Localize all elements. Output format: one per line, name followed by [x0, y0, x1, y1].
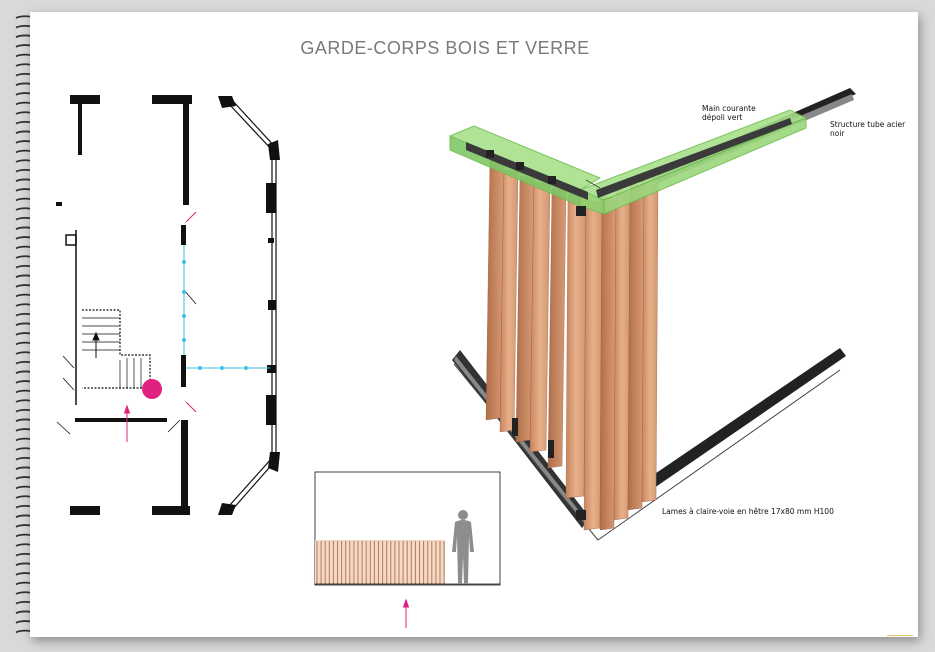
glass-partition — [182, 245, 270, 370]
facade-pillar — [268, 140, 280, 160]
wall-segment — [70, 95, 100, 104]
page-title: GARDE-CORPS BOIS ET VERRE — [300, 38, 590, 58]
wall-segment — [181, 355, 186, 387]
door-swing — [62, 355, 75, 369]
facade-pillar — [266, 395, 276, 425]
label-handrail-line2: dépoli vert — [702, 113, 743, 122]
person-silhouette-icon — [452, 510, 474, 584]
wood-slat — [565, 193, 587, 499]
wall-segment — [70, 506, 100, 515]
facade-pillar — [218, 503, 236, 515]
steel-tube-under — [466, 118, 792, 200]
label-handrail: Main courante dépoli vert — [702, 104, 756, 122]
wall-segment — [152, 506, 190, 515]
facade-pillar — [268, 238, 274, 243]
door-swing — [167, 419, 181, 433]
direction-arrow-icon — [92, 331, 100, 358]
wall-segment — [181, 225, 186, 245]
door-swing — [56, 421, 71, 435]
door-swing-highlight — [185, 401, 197, 413]
facade-outline — [231, 99, 277, 511]
wall-segment — [183, 95, 189, 205]
direction-arrow-icon — [123, 404, 131, 442]
steel-post — [486, 150, 586, 520]
wall-segment — [181, 420, 188, 515]
wall-segment — [56, 202, 62, 206]
wood-slat — [641, 177, 659, 503]
wall-segment — [152, 95, 192, 104]
wood-slat — [599, 195, 617, 531]
door-swing — [62, 377, 75, 391]
door-swing — [183, 289, 197, 305]
label-handrail-line1: Main courante — [702, 104, 756, 113]
wood-slat — [583, 199, 603, 531]
label-structure-line1: Structure tube acier — [830, 120, 906, 129]
wall-segment — [78, 95, 82, 155]
wood-slat — [547, 187, 567, 469]
direction-arrow-icon — [402, 598, 410, 628]
label-slats: Lames à claire-voie en hêtre 17x80 mm H1… — [662, 507, 834, 516]
label-structure: Structure tube acier noir — [830, 120, 905, 138]
stair-outline — [82, 309, 151, 389]
facade-pillar — [218, 96, 236, 108]
facade-pillar — [266, 183, 276, 213]
door-swing-highlight — [185, 211, 197, 223]
wood-slat — [627, 183, 645, 511]
facade-outline — [228, 103, 273, 507]
wall-segment — [75, 418, 167, 422]
label-structure-line2: noir — [830, 129, 845, 138]
position-marker-icon — [142, 379, 162, 399]
corner-mark — [887, 635, 913, 636]
wood-slat — [613, 189, 631, 521]
